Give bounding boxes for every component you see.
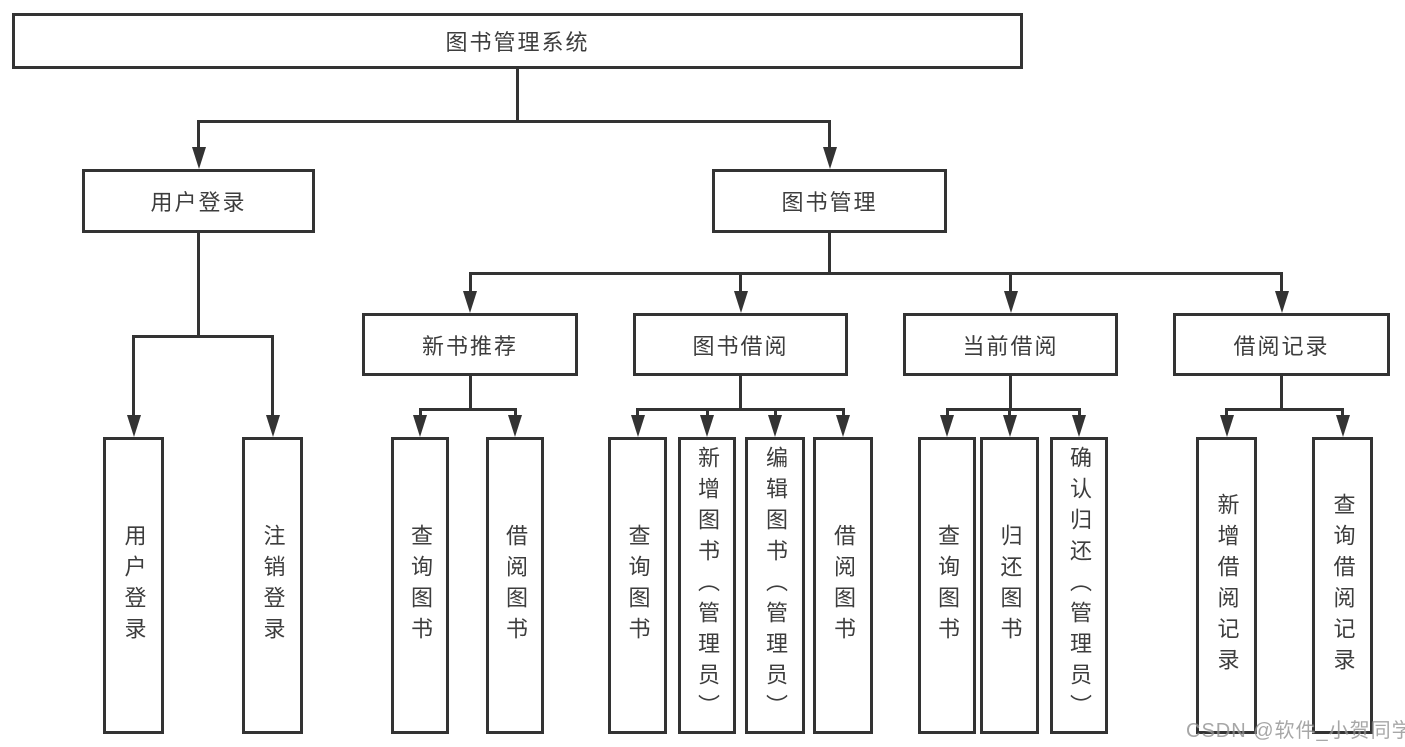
- node-user-login-group: 用户登录: [82, 169, 315, 233]
- connector-rail-book-mgmt: [468, 272, 1283, 275]
- arrowhead-user-login-group: [191, 147, 206, 169]
- node-label: 查询图书: [408, 523, 433, 648]
- arrowhead-leaf-query-record: [1335, 415, 1350, 437]
- node-label: 新书推荐: [421, 333, 518, 359]
- node-leaf-query-book-2: 查询图书: [608, 437, 667, 734]
- connector-drop-leaf-query-book-1: [418, 408, 422, 415]
- arrowhead-borrow-records: [1274, 291, 1289, 313]
- node-leaf-borrow-book-2: 借阅图书: [813, 437, 873, 734]
- arrowhead-leaf-edit-book: [768, 415, 782, 437]
- node-label: 用户登录: [150, 190, 247, 215]
- node-leaf-add-record: 新增借阅记录: [1196, 437, 1257, 734]
- connector-rail-borrow-records: [1225, 408, 1344, 411]
- connector-drop-book-borrow: [739, 272, 742, 291]
- arrowhead-leaf-logout: [265, 415, 280, 437]
- node-label: 新增借阅记录: [1214, 492, 1240, 679]
- connector-drop-leaf-borrow-book-2: [841, 408, 845, 415]
- connector-drop-borrow-records: [1280, 272, 1283, 291]
- arrowhead-leaf-query-book-1: [413, 415, 427, 437]
- node-leaf-confirm-return: 确认归还（管理员）: [1050, 437, 1108, 734]
- connector-drop-leaf-return-book: [1008, 408, 1011, 415]
- connector-stem-user-login-group: [197, 233, 200, 335]
- arrowhead-leaf-add-book: [700, 415, 714, 437]
- node-leaf-user-login: 用户登录: [103, 437, 164, 734]
- connector-drop-current-borrow: [1009, 272, 1012, 291]
- arrowhead-book-mgmt: [822, 147, 837, 169]
- connector-drop-leaf-query-record: [1341, 408, 1344, 415]
- connector-stem-root: [516, 69, 519, 120]
- node-label: 借阅图书: [503, 523, 528, 648]
- node-label: 确认归还（管理员）: [1067, 446, 1092, 725]
- connector-rail-book-borrow: [636, 408, 845, 411]
- node-book-borrow: 图书借阅: [633, 313, 848, 376]
- node-label: 图书管理系统: [445, 30, 590, 55]
- connector-drop-leaf-edit-book: [773, 408, 777, 415]
- connector-drop-leaf-user-login: [132, 335, 135, 415]
- arrowhead-leaf-user-login: [126, 415, 141, 437]
- arrowhead-leaf-return-book: [1002, 415, 1017, 437]
- connector-drop-leaf-query-book-2: [636, 408, 639, 415]
- node-label: 查询借阅记录: [1330, 492, 1356, 679]
- node-leaf-query-book-3: 查询图书: [918, 437, 976, 734]
- node-leaf-return-book: 归还图书: [980, 437, 1039, 734]
- arrowhead-leaf-borrow-book-1: [508, 415, 522, 437]
- node-leaf-edit-book: 编辑图书（管理员）: [745, 437, 805, 734]
- node-label: 归还图书: [997, 523, 1023, 648]
- connector-drop-leaf-borrow-book-1: [513, 408, 517, 415]
- arrowhead-leaf-query-book-3: [940, 415, 954, 437]
- connector-drop-leaf-query-book-3: [945, 408, 949, 415]
- arrowhead-leaf-confirm-return: [1072, 415, 1086, 437]
- node-leaf-add-book: 新增图书（管理员）: [678, 437, 736, 734]
- node-label: 用户登录: [121, 523, 147, 648]
- arrowhead-current-borrow: [1003, 291, 1018, 313]
- connector-stem-book-borrow: [739, 376, 742, 408]
- node-label: 查询图书: [625, 523, 651, 648]
- connector-rail-current-borrow: [945, 408, 1081, 411]
- node-leaf-query-record: 查询借阅记录: [1312, 437, 1373, 734]
- node-label: 当前借阅: [962, 333, 1059, 359]
- connector-stem-book-mgmt: [828, 233, 831, 272]
- connector-drop-leaf-logout: [271, 335, 274, 415]
- node-root: 图书管理系统: [12, 13, 1023, 69]
- connector-drop-new-book-rec: [468, 272, 472, 291]
- connector-drop-leaf-add-record: [1225, 408, 1228, 415]
- node-label: 借阅图书: [831, 523, 856, 648]
- node-leaf-logout: 注销登录: [242, 437, 303, 734]
- connector-rail-root: [197, 120, 831, 123]
- node-label: 图书管理: [781, 190, 878, 215]
- node-label: 注销登录: [260, 523, 286, 648]
- node-label: 查询图书: [935, 523, 960, 648]
- arrowhead-leaf-borrow-book-2: [836, 415, 850, 437]
- node-new-book-rec: 新书推荐: [362, 313, 578, 376]
- node-book-mgmt: 图书管理: [712, 169, 947, 233]
- node-label: 新增图书（管理员）: [695, 446, 720, 725]
- arrowhead-book-borrow: [733, 291, 748, 313]
- connector-stem-borrow-records: [1280, 376, 1283, 408]
- arrowhead-new-book-rec: [463, 291, 477, 313]
- arrowhead-leaf-query-book-2: [630, 415, 645, 437]
- node-label: 图书借阅: [692, 333, 789, 359]
- connector-drop-leaf-confirm-return: [1077, 408, 1081, 415]
- connector-stem-new-book-rec: [468, 376, 472, 408]
- connector-rail-user-login-group: [132, 335, 274, 338]
- node-borrow-records: 借阅记录: [1173, 313, 1390, 376]
- connector-drop-user-login-group: [197, 120, 200, 147]
- node-leaf-borrow-book-1: 借阅图书: [486, 437, 544, 734]
- connector-drop-book-mgmt: [828, 120, 831, 147]
- node-current-borrow: 当前借阅: [903, 313, 1118, 376]
- node-label: 编辑图书（管理员）: [763, 446, 788, 725]
- node-label: 借阅记录: [1233, 333, 1330, 359]
- arrowhead-leaf-add-record: [1219, 415, 1234, 437]
- connector-rail-new-book-rec: [418, 408, 517, 411]
- node-leaf-query-book-1: 查询图书: [391, 437, 449, 734]
- csdn-watermark: CSDN @软件_小贺同学: [1186, 720, 1405, 742]
- connector-stem-current-borrow: [1009, 376, 1012, 408]
- connector-drop-leaf-add-book: [705, 408, 709, 415]
